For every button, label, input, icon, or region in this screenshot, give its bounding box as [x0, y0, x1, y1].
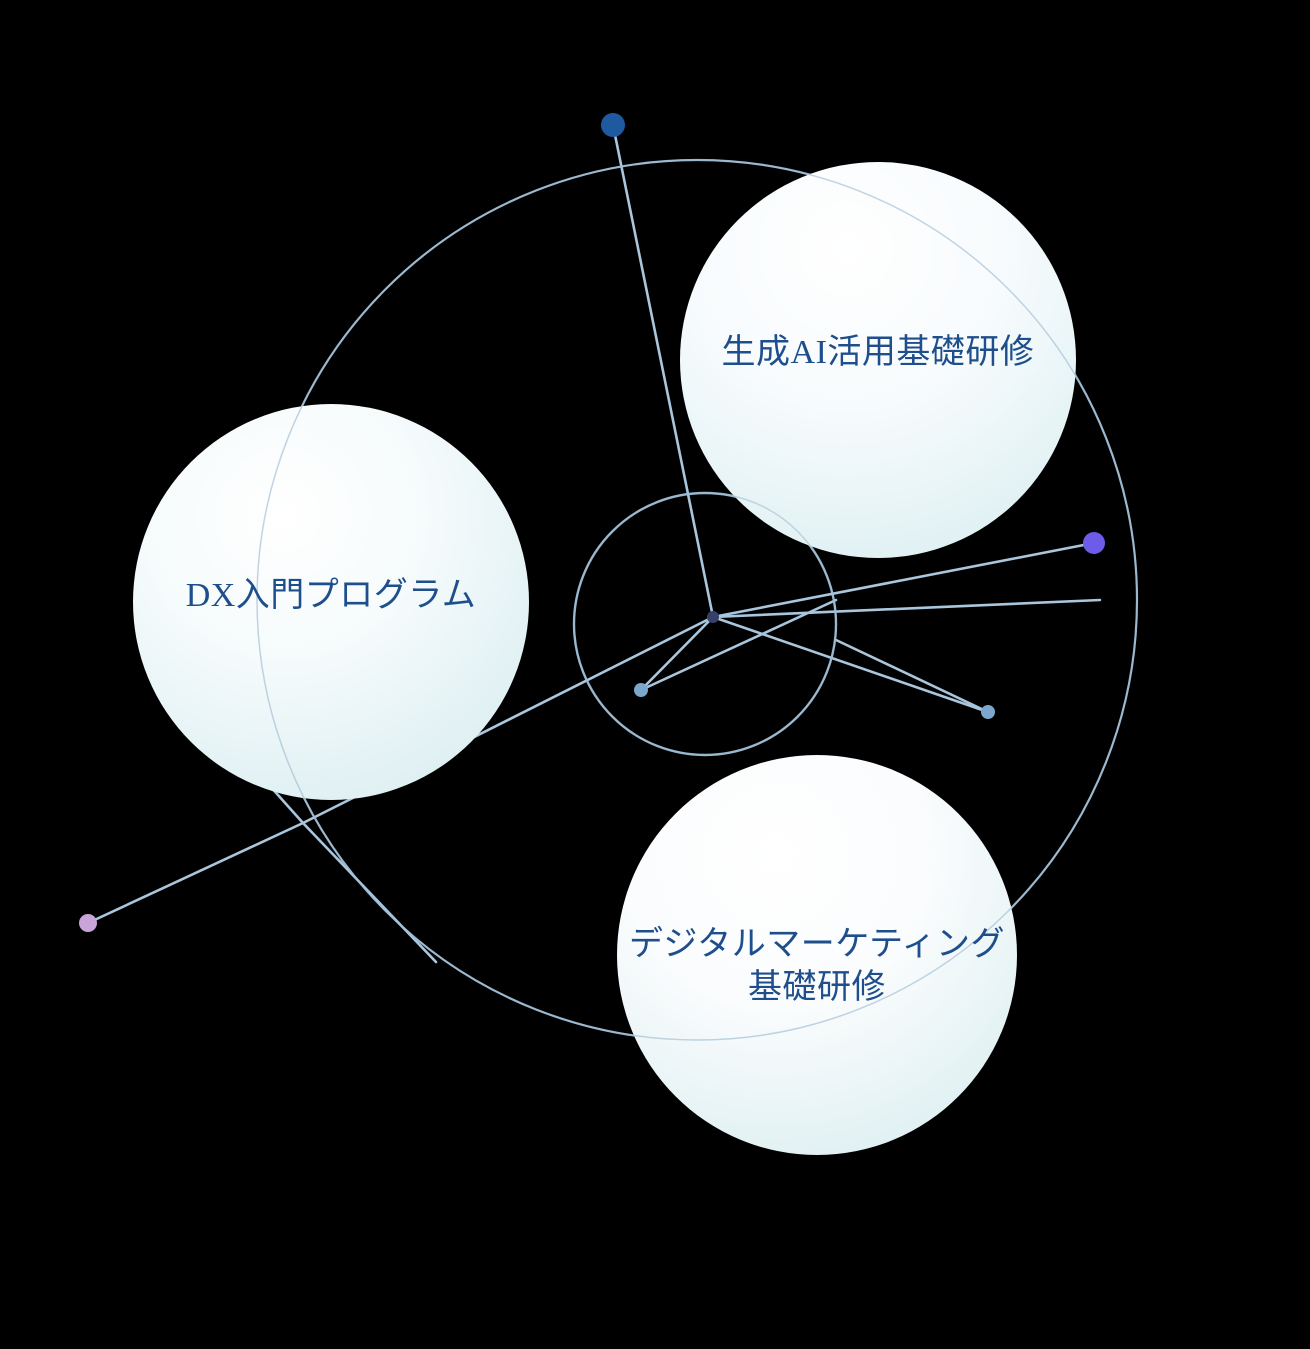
- edge-top-to-hub-overlay: [612, 124, 714, 618]
- edge-mid-branch: [639, 598, 838, 692]
- topic-blob-ai[interactable]: [680, 162, 1076, 558]
- node-dot-hub[interactable]: [707, 611, 719, 623]
- outer-ring-overlay: [256, 159, 1138, 1041]
- edge-hub-to-east: [711, 598, 1102, 619]
- edge-far-branch: [834, 638, 990, 714]
- node-dot-mid[interactable]: [634, 683, 648, 697]
- node-dot-far[interactable]: [981, 705, 995, 719]
- inner-ring-overlay: [573, 492, 837, 756]
- edge-hub-to-right-overlay: [712, 542, 1095, 618]
- node-dot-right[interactable]: [1083, 532, 1105, 554]
- topic-blob-dx[interactable]: [133, 404, 529, 800]
- edge-overlay-layer: [302, 124, 1095, 963]
- node-dot-top[interactable]: [601, 113, 625, 137]
- edge-junction-to-sw-overlay: [302, 822, 437, 963]
- node-dot-left[interactable]: [79, 914, 97, 932]
- topic-blob-marketing[interactable]: [617, 755, 1017, 1155]
- edge-hub-to-mid: [639, 615, 715, 692]
- edge-hub-to-far: [711, 615, 990, 714]
- edge-junction-to-left: [86, 821, 305, 925]
